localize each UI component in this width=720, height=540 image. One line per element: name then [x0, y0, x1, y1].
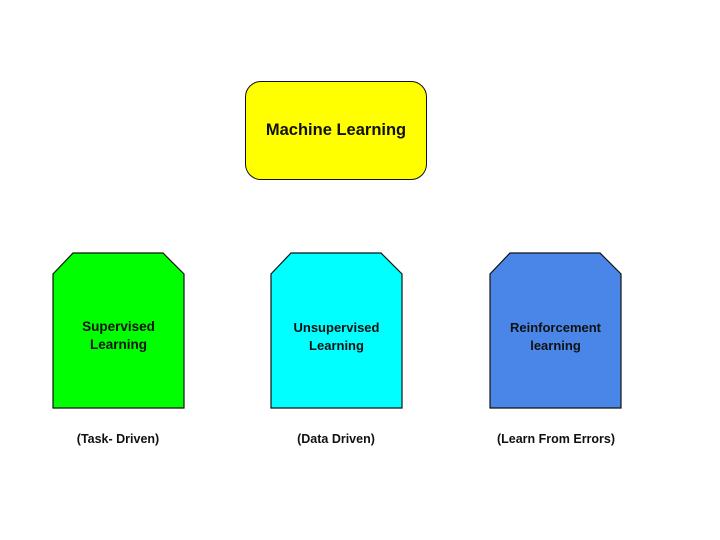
supervised-learning-node: Supervised Learning	[52, 252, 185, 409]
unsupervised-learning-label: Unsupervised Learning	[293, 320, 380, 353]
machine-learning-node: Machine Learning	[245, 81, 427, 180]
reinforcement-learning-shape	[489, 252, 622, 409]
machine-learning-label: Machine Learning	[265, 121, 407, 139]
unsupervised-learning-shape	[270, 252, 403, 409]
reinforcement-learning-caption: (Learn From Errors)	[496, 432, 616, 446]
unsupervised-learning-node: Unsupervised Learning	[270, 252, 403, 409]
reinforcement-learning-label: Reinforcement learning	[509, 320, 602, 353]
reinforcement-learning-node: Reinforcement learning	[489, 252, 622, 409]
supervised-learning-caption: (Task- Driven)	[76, 432, 160, 446]
supervised-learning-shape	[52, 252, 185, 409]
unsupervised-learning-caption: (Data Driven)	[297, 432, 375, 446]
supervised-learning-label: Supervised Learning	[82, 319, 155, 352]
